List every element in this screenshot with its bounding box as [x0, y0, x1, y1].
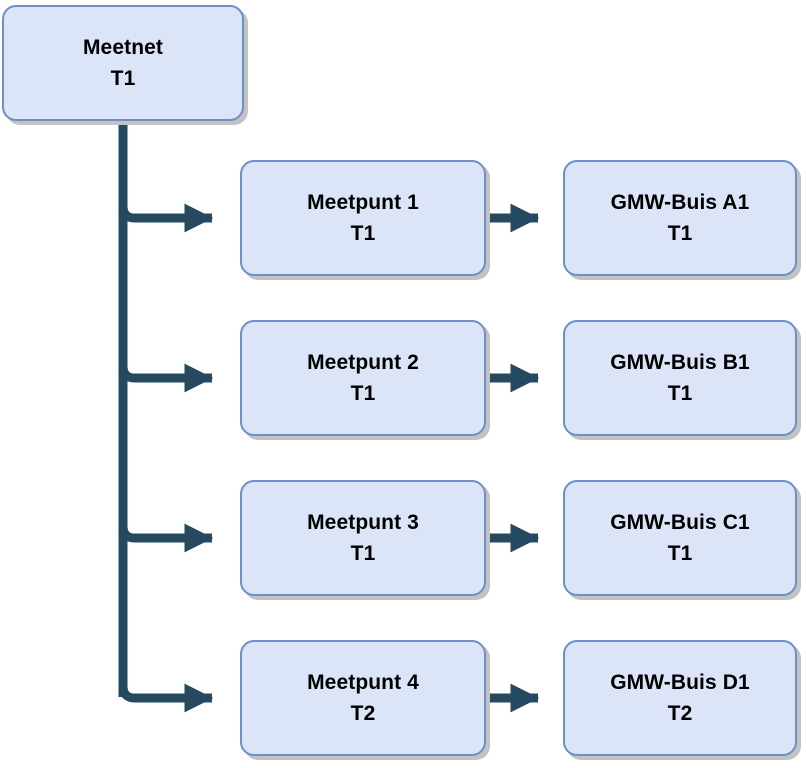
node-label: Meetnet: [82, 36, 164, 59]
node-sublabel: T1: [667, 542, 693, 565]
node-label: GMW-Buis C1: [610, 511, 750, 534]
node-sublabel: T1: [350, 382, 376, 405]
connector-root-to-meetpunt-3: [118, 516, 214, 553]
connector-root-to-meetpunt-2: [118, 356, 214, 393]
node-label: GMW-Buis D1: [610, 671, 750, 694]
node-label: Meetpunt 1: [307, 191, 419, 214]
node-meetnet[interactable]: Meetnet T1: [2, 5, 244, 121]
node-sublabel: T1: [350, 222, 376, 245]
connector-root-to-meetpunt-4: [118, 676, 214, 713]
node-label: Meetpunt 2: [307, 351, 419, 374]
node-meetpunt-3[interactable]: Meetpunt 3 T1: [240, 480, 486, 596]
node-sublabel: T2: [667, 702, 693, 725]
node-gmw-buis-c1[interactable]: GMW-Buis C1 T1: [563, 480, 797, 596]
node-label: Meetpunt 4: [307, 671, 419, 694]
node-sublabel: T1: [350, 542, 376, 565]
node-sublabel: T2: [350, 702, 376, 725]
node-gmw-buis-b1[interactable]: GMW-Buis B1 T1: [563, 320, 797, 436]
node-meetpunt-2[interactable]: Meetpunt 2 T1: [240, 320, 486, 436]
node-label: GMW-Buis A1: [610, 191, 750, 214]
node-sublabel: T1: [110, 67, 136, 90]
node-gmw-buis-a1[interactable]: GMW-Buis A1 T1: [563, 160, 797, 276]
node-label: GMW-Buis B1: [610, 351, 750, 374]
node-gmw-buis-d1[interactable]: GMW-Buis D1 T2: [563, 640, 797, 756]
node-label: Meetpunt 3: [307, 511, 419, 534]
node-meetpunt-1[interactable]: Meetpunt 1 T1: [240, 160, 486, 276]
node-sublabel: T1: [667, 382, 693, 405]
node-sublabel: T1: [667, 222, 693, 245]
node-meetpunt-4[interactable]: Meetpunt 4 T2: [240, 640, 486, 756]
connector-root-to-meetpunt-1: [118, 196, 214, 233]
